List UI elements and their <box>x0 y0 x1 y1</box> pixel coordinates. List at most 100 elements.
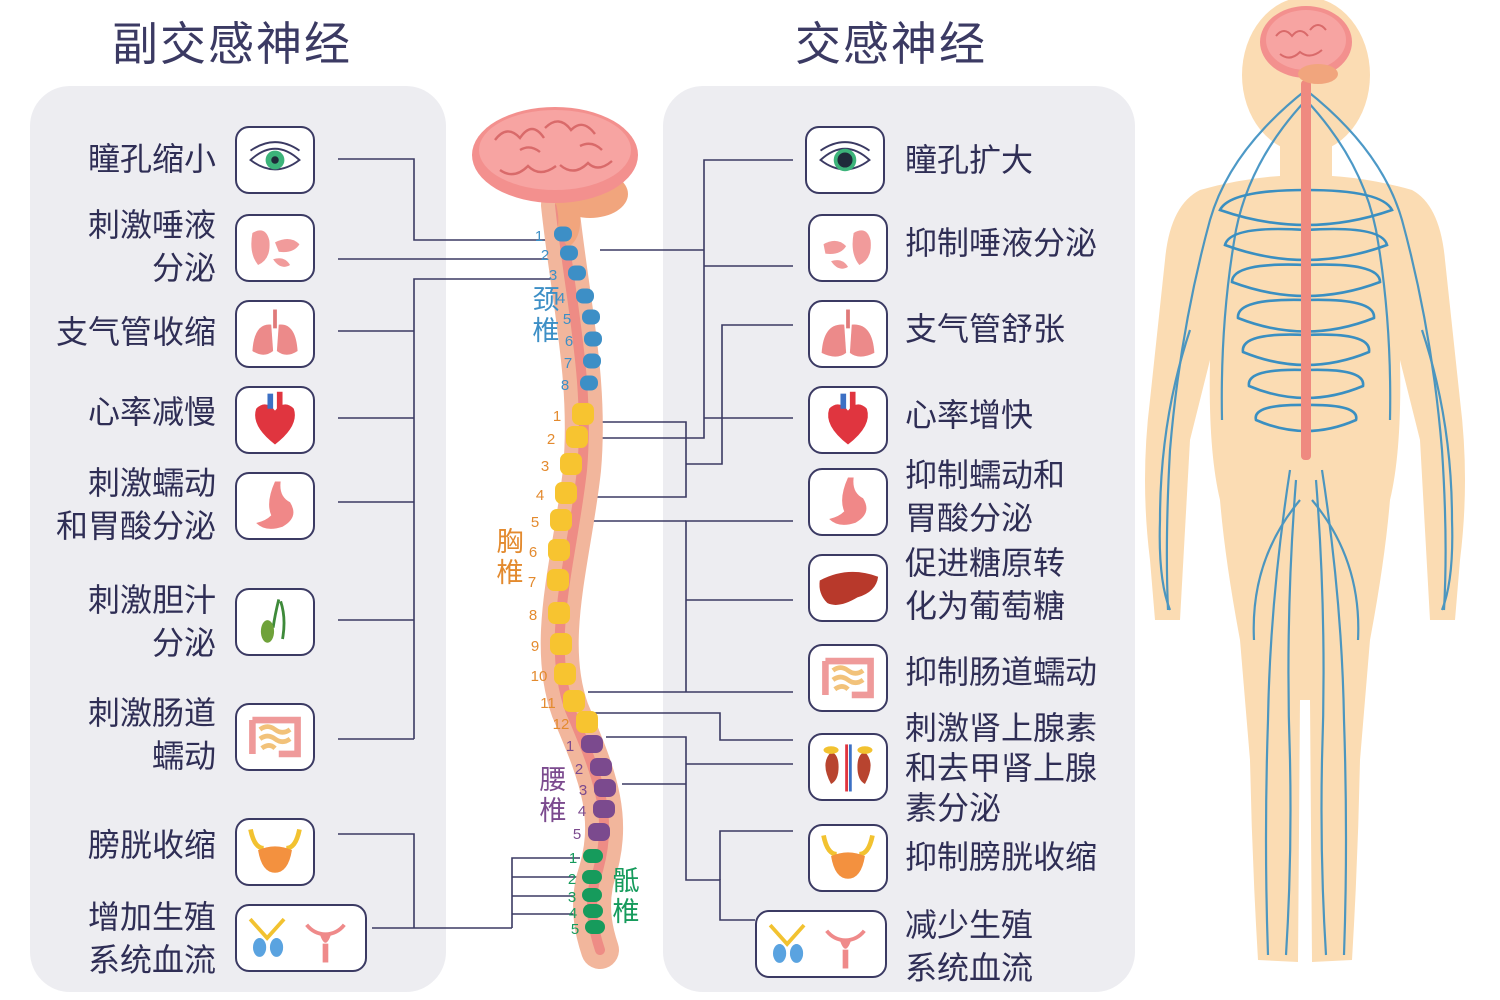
lumbar-vertebra <box>594 779 616 797</box>
sympathetic-heading: 交感神经 <box>795 17 987 71</box>
sacral-vertebra <box>583 904 603 918</box>
thoracic-vertebra-number: 10 <box>531 668 548 685</box>
thoracic-vertebra <box>563 690 585 712</box>
cervical-vertebra <box>584 331 602 347</box>
thoracic-vertebra-number: 12 <box>553 716 570 733</box>
symp-label-bladder: 抑制膀胱收缩 <box>905 838 1098 876</box>
symp-heart-icon <box>808 386 888 454</box>
symp-stomach-icon <box>808 468 888 536</box>
parasympathetic-heading: 副交感神经 <box>112 17 352 71</box>
sacral-vertebra-number: 1 <box>569 850 577 867</box>
para-label-saliva: 刺激唾液分泌 <box>87 206 216 287</box>
lumbar-vertebra-number: 3 <box>579 782 587 799</box>
symp-label-stomach: 抑制蠕动和胃酸分泌 <box>905 456 1066 537</box>
thoracic-vertebra-number: 7 <box>528 574 536 591</box>
para-label-intestine: 刺激肠道蠕动 <box>87 694 216 775</box>
para-label-bronchi: 支气管收缩 <box>55 313 216 351</box>
sacral-vertebra <box>582 870 602 884</box>
cervical-vertebra-number: 3 <box>549 267 557 284</box>
sacral-vertebra-number: 5 <box>571 921 579 938</box>
thoracic-vertebra-number: 3 <box>541 458 549 475</box>
symp-label-intestine: 抑制肠道蠕动 <box>905 653 1098 691</box>
para-intestine-icon <box>235 703 315 771</box>
cervical-vertebra <box>554 226 572 242</box>
para-label-pupil: 瞳孔缩小 <box>87 140 216 178</box>
lumbar-vertebra <box>581 735 603 753</box>
lumbar-vertebra-number: 4 <box>578 803 586 820</box>
thoracic-vertebra <box>576 711 598 733</box>
symp-label-reproductive: 减少生殖系统血流 <box>905 906 1034 987</box>
thoracic-vertebra-number: 6 <box>529 544 537 561</box>
para-label-reproductive: 增加生殖系统血流 <box>87 898 216 979</box>
cervical-vertebra-number: 5 <box>563 311 571 328</box>
thoracic-label: 胸椎 <box>496 527 524 589</box>
thoracic-vertebra <box>560 453 582 475</box>
symp-kidney-adrenal-icon <box>808 733 888 801</box>
symp-label-saliva: 抑制唾液分泌 <box>905 224 1098 262</box>
symp-intestine-icon <box>808 644 888 712</box>
para-label-bile: 刺激胆汁分泌 <box>87 581 216 662</box>
symp-liver-icon <box>808 554 888 622</box>
symp-reproductive-organs-icon <box>755 910 887 978</box>
symp-label-adrenaline: 刺激肾上腺素和去甲肾上腺素分泌 <box>905 709 1098 827</box>
symp-lungs-icon <box>808 300 888 368</box>
brain-icon <box>472 107 638 203</box>
lumbar-vertebra-number: 1 <box>566 738 574 755</box>
symp-bladder-icon <box>808 824 888 892</box>
thoracic-vertebra <box>554 663 576 685</box>
cervical-vertebra <box>583 353 601 369</box>
symp-label-bronchi: 支气管舒张 <box>905 310 1066 348</box>
sacral-vertebra-number: 3 <box>568 889 576 906</box>
lumbar-label: 腰椎 <box>539 765 567 827</box>
cervical-vertebra-number: 1 <box>535 228 543 245</box>
para-lungs-icon <box>235 300 315 368</box>
lumbar-vertebra <box>588 823 610 841</box>
cervical-vertebra-number: 2 <box>541 247 549 264</box>
sacral-label: 骶椎 <box>612 866 640 928</box>
sacral-vertebra <box>585 920 605 934</box>
thoracic-vertebra-number: 9 <box>531 638 539 655</box>
para-label-heart: 心率减慢 <box>87 393 216 431</box>
cervical-vertebra <box>576 288 594 304</box>
thoracic-vertebra-number: 5 <box>531 514 539 531</box>
cervical-vertebra <box>560 245 578 261</box>
sacral-vertebra-number: 2 <box>568 871 576 888</box>
lumbar-vertebra-number: 2 <box>575 761 583 778</box>
thoracic-vertebra <box>548 539 570 561</box>
para-eye-icon <box>235 126 315 194</box>
cervical-vertebra <box>568 265 586 281</box>
symp-label-pupil: 瞳孔扩大 <box>905 141 1034 179</box>
symp-label-heart: 心率增快 <box>905 396 1034 434</box>
thoracic-vertebra-number: 1 <box>553 408 561 425</box>
symp-eye-icon <box>805 126 885 194</box>
para-reproductive-organs-icon <box>235 904 367 972</box>
cervical-vertebra-number: 8 <box>561 377 569 394</box>
thoracic-vertebra <box>550 509 572 531</box>
para-gallbladder-icon <box>235 588 315 656</box>
lumbar-vertebra <box>590 758 612 776</box>
thoracic-vertebra <box>547 569 569 591</box>
para-heart-icon <box>235 386 315 454</box>
thoracic-vertebra <box>555 482 577 504</box>
symp-label-glycogen: 促进糖原转化为葡萄糖 <box>905 544 1066 625</box>
cervical-vertebra <box>580 375 598 391</box>
sympathetic-panel <box>663 86 1135 992</box>
thoracic-vertebra-number: 11 <box>540 695 556 712</box>
figure-brain-icon <box>1260 6 1352 84</box>
cervical-vertebra-number: 6 <box>565 333 573 350</box>
cervical-label: 颈椎 <box>532 285 560 347</box>
para-stomach-icon <box>235 472 315 540</box>
thoracic-vertebra-number: 8 <box>529 607 537 624</box>
para-label-bladder: 膀胱收缩 <box>87 826 216 864</box>
cervical-vertebra-number: 7 <box>564 355 572 372</box>
cervical-vertebra-number: 4 <box>557 290 565 307</box>
thoracic-vertebra-number: 4 <box>536 487 544 504</box>
thoracic-vertebra-number: 2 <box>547 431 555 448</box>
lumbar-vertebra <box>593 800 615 818</box>
symp-salivary-gland-icon <box>808 214 888 282</box>
cervical-vertebra <box>582 309 600 325</box>
lumbar-vertebra-number: 5 <box>573 826 581 843</box>
